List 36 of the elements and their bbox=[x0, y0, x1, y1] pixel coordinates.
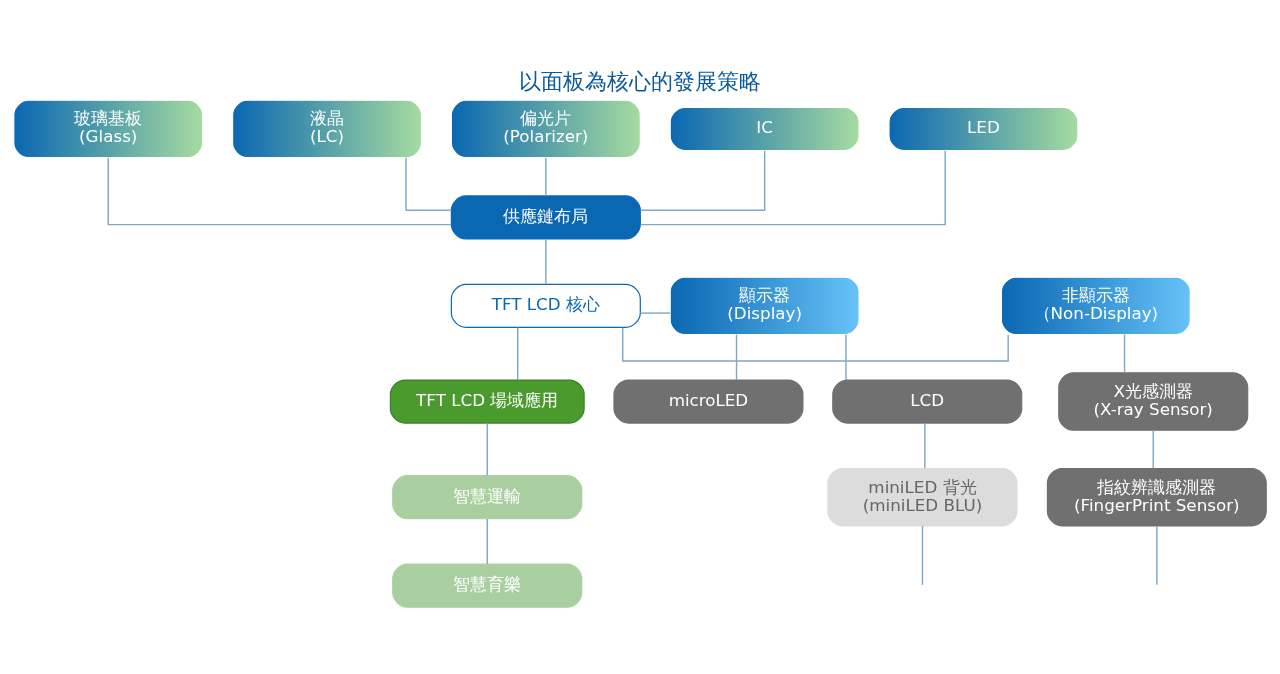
node-box: 指紋辨識感測器 (FingerPrint Sensor) bbox=[1046, 467, 1267, 527]
connector bbox=[545, 238, 547, 285]
connector bbox=[517, 326, 519, 381]
node-box: TFT LCD 場域應用 bbox=[389, 379, 585, 424]
node-box: 顯示器 (Display) bbox=[669, 276, 860, 336]
node-box: microLED bbox=[613, 379, 804, 424]
node-box: X光感測器 (X-ray Sensor) bbox=[1058, 372, 1249, 431]
node-box: 玻璃基板 (Glass) bbox=[13, 99, 204, 159]
node-box: 智慧運輸 bbox=[392, 475, 583, 520]
node-box: 供應鏈布局 bbox=[450, 195, 641, 240]
node-box: LED bbox=[888, 106, 1079, 152]
node-box: miniLED 背光 (miniLED BLU) bbox=[827, 467, 1018, 527]
connector bbox=[1123, 333, 1126, 374]
node-box: 液晶 (LC) bbox=[232, 99, 423, 159]
connector bbox=[107, 156, 452, 226]
connector bbox=[486, 422, 488, 477]
diagram-title: 以面板為核心的發展策略 bbox=[519, 68, 761, 94]
connector bbox=[1152, 429, 1154, 469]
connector bbox=[639, 149, 946, 226]
node-box: LCD bbox=[832, 379, 1023, 424]
connector bbox=[1156, 525, 1158, 586]
connector bbox=[921, 525, 924, 586]
connector bbox=[545, 157, 547, 197]
connector bbox=[924, 422, 926, 470]
connector bbox=[735, 333, 738, 381]
connector bbox=[639, 312, 671, 314]
node-box: 偏光片 (Polarizer) bbox=[450, 99, 641, 159]
connector bbox=[639, 150, 766, 211]
connector bbox=[405, 157, 453, 211]
connector bbox=[845, 333, 847, 381]
node-box: TFT LCD 核心 bbox=[450, 283, 641, 329]
node-box: 非顯示器 （Non-Display) bbox=[1000, 276, 1191, 336]
node-box: 智慧育樂 bbox=[392, 563, 583, 608]
connector bbox=[622, 326, 1009, 362]
node-box: IC bbox=[669, 106, 860, 152]
connector bbox=[486, 518, 488, 565]
